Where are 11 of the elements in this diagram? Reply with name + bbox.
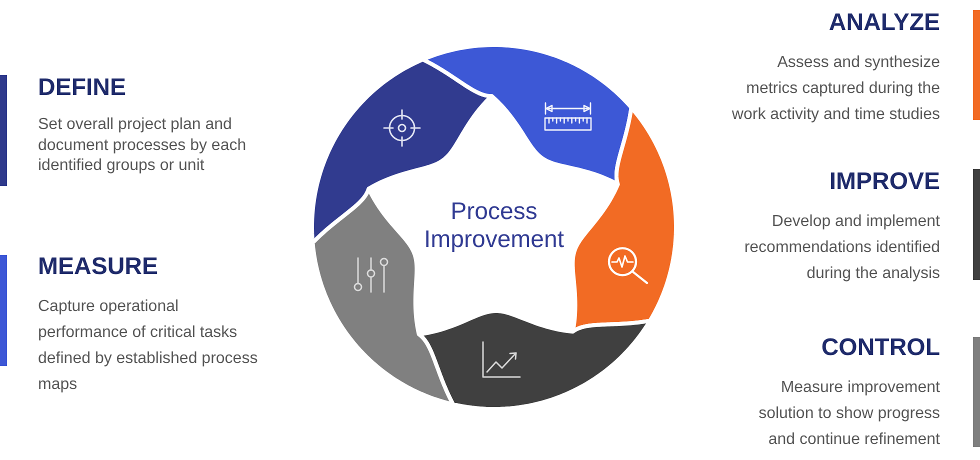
phase-heading: IMPROVE: [829, 169, 940, 195]
center-title: Process Improvement: [422, 198, 566, 254]
phase-description: Set overall project plan and document processes by each identified groups or unit: [38, 115, 248, 176]
phase-description: Measure improvement solution to show progress and continue refinement: [758, 378, 940, 450]
phase-description: Assess and synthesize metrics captured during the work activity and time studies: [730, 53, 940, 125]
phase-description: Develop and implement recommendations identified during the analysis: [743, 212, 940, 284]
phase-heading: DEFINE: [38, 75, 126, 101]
phase-description: Capture operational performance of critical tasks defined by established process maps: [38, 297, 259, 395]
phase-heading: MEASURE: [38, 254, 158, 280]
phase-heading: CONTROL: [821, 335, 940, 361]
phase-heading: ANALYZE: [828, 10, 940, 36]
